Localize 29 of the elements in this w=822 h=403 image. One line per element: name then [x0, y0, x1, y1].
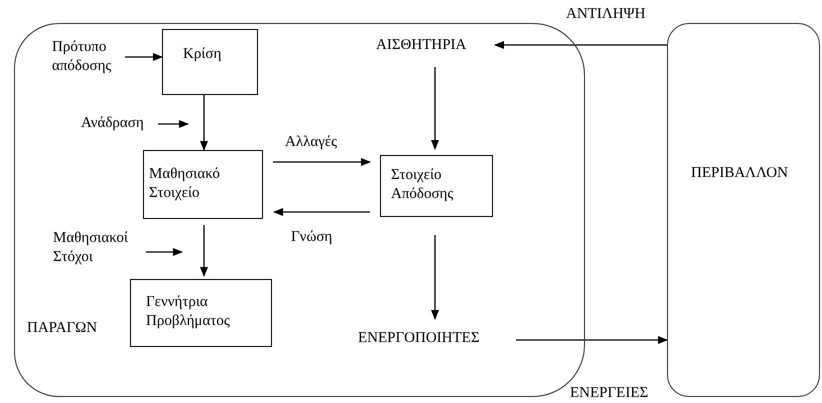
node-label: Ανάδραση — [81, 114, 145, 133]
process-box — [130, 279, 272, 347]
arrow — [431, 235, 439, 320]
node-text: Στοιχείο Απόδοσης — [391, 166, 454, 204]
node-text: Κρίση — [183, 45, 222, 64]
arrow — [158, 120, 189, 128]
edge-label: Γνώση — [289, 229, 334, 246]
process-box — [162, 29, 258, 95]
edge-label: Αλλαγές — [283, 134, 340, 151]
node-label: Μαθησιακοί Στόχοι — [53, 229, 129, 267]
arrow — [273, 208, 370, 216]
arrow — [494, 41, 667, 49]
environment-box — [667, 23, 820, 397]
arrow — [200, 95, 208, 151]
arrow — [516, 336, 668, 344]
arrow — [431, 67, 439, 150]
arrow — [273, 158, 371, 166]
node-label: ΕΝΕΡΓΟΠΟΙΗΤΕΣ — [358, 329, 480, 348]
arrow — [200, 225, 208, 277]
node-label: ΑΙΣΘΗΤΗΡΙΑ — [376, 36, 466, 55]
node-text: ΠΕΡΙΒΑΛΛΟΝ — [691, 164, 789, 183]
arrow — [125, 53, 163, 61]
process-box — [143, 150, 263, 219]
node-text: Μαθησιακό Στοιχείο — [149, 165, 221, 203]
node-text: Γεννήτρια Προβλήματος — [146, 293, 231, 331]
process-box — [380, 155, 493, 217]
arrow — [146, 248, 183, 256]
node-label: Πρότυπο απόδοσης — [52, 38, 112, 76]
node-text: ΠΑΡΑΓΩΝ — [27, 319, 98, 338]
